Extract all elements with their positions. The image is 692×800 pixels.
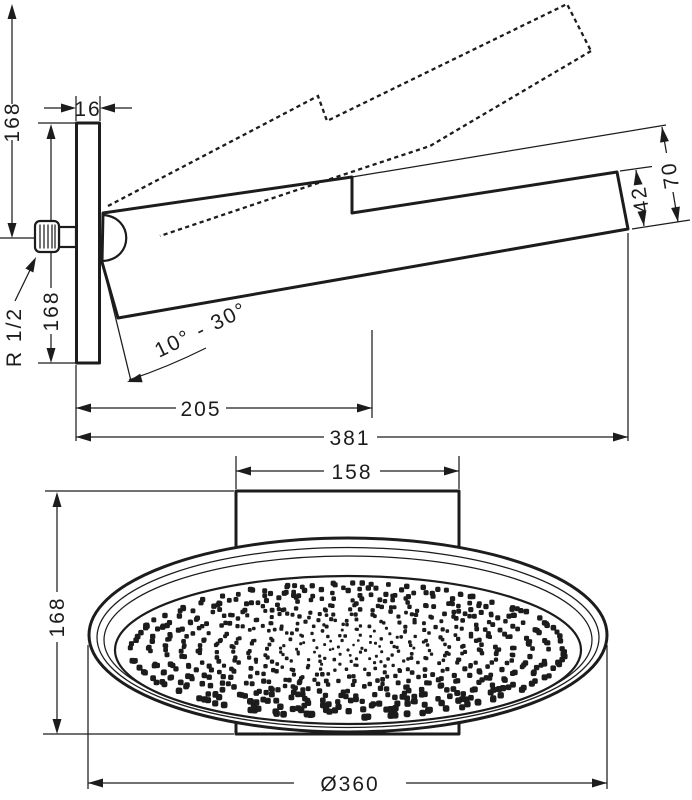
dashed-tilted-outline [107, 2, 593, 238]
diameter-label: Ø360 [320, 773, 379, 796]
thread-label: R 1/2 [3, 307, 26, 367]
nozzle-pattern [127, 580, 568, 721]
head-end-thickness-label: 42 [627, 184, 654, 215]
pivot-joint [102, 213, 128, 263]
dim-projection-partial: 205 [76, 330, 373, 421]
dim-plate-thickness: 16 [44, 96, 132, 121]
spray-disc-rim-ring [96, 546, 600, 729]
dim-overall-height: 168 [1, 4, 24, 238]
arm-top-extension-line [351, 124, 667, 178]
plate-thickness-label: 16 [74, 98, 101, 121]
dim-depth: 168 [46, 492, 69, 734]
label-thread: R 1/2 [3, 257, 36, 367]
dim-plate-height: 168 [40, 124, 63, 363]
spray-disc-outer-rim [87, 536, 609, 734]
dim-head-end-thickness: 42 [627, 169, 654, 227]
cap-top-extension-line [619, 165, 653, 172]
dim-head-end-total: 70 [657, 126, 684, 223]
side-view: 168 16 168 R 1/2 10° - 30° [0, 2, 691, 450]
cap-bottom-extension-line [631, 219, 691, 230]
bottom-view: 158 168 Ø360 [43, 456, 609, 796]
overall-height-label: 168 [1, 101, 24, 142]
plate-height-label: 168 [40, 290, 63, 331]
dim-projection-total: 381 [75, 233, 629, 450]
wall-plate [75, 121, 101, 365]
projection-total-label: 381 [329, 427, 370, 450]
spray-face-edge [113, 574, 583, 726]
thread-fitting [0, 219, 78, 254]
bracket-width-label: 158 [331, 461, 372, 484]
shower-arm-and-head-outline [100, 170, 630, 320]
dim-diameter: Ø360 [88, 773, 607, 796]
projection-partial-label: 205 [180, 398, 221, 421]
head-end-total-label: 70 [657, 160, 684, 191]
tilt-reference-line [101, 261, 132, 382]
dim-bracket-width: 158 [236, 461, 459, 484]
depth-label: 168 [46, 596, 69, 637]
